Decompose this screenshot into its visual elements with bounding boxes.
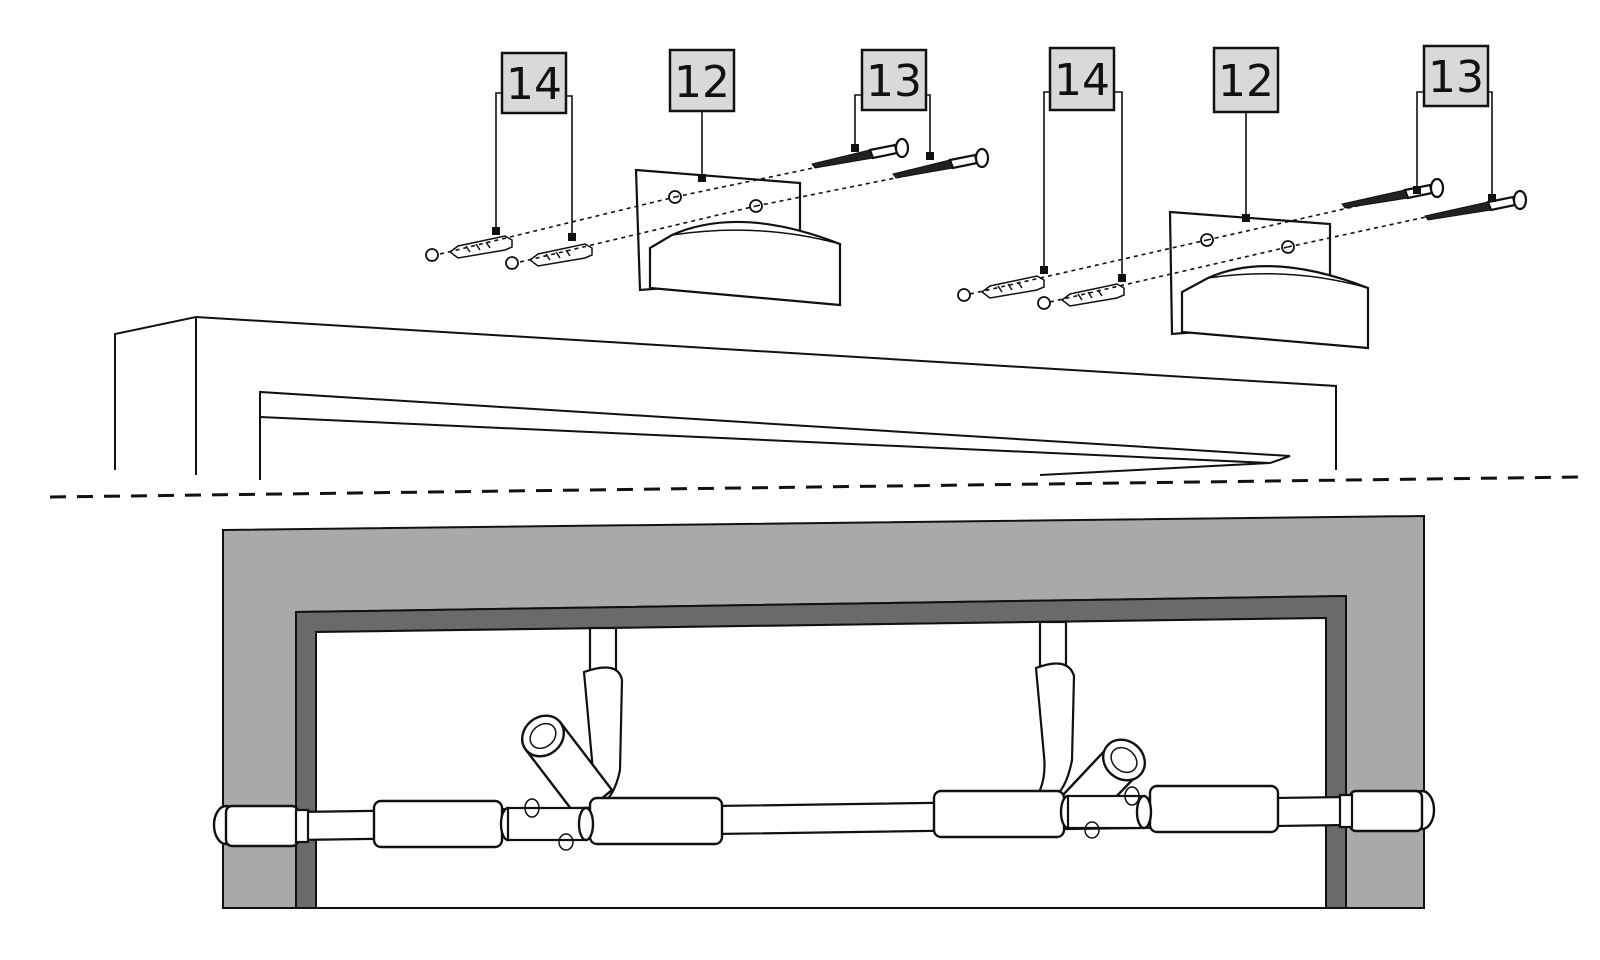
left-anchor-label: 14 — [500, 51, 568, 115]
right-screw-label: 13 — [1422, 44, 1490, 108]
left-bracket-assembly: 14 12 13 — [425, 48, 990, 307]
left-wall-anchor-bottom — [505, 243, 593, 270]
right-bracket-assembly: 14 12 13 — [957, 44, 1528, 350]
right-screw-bottom — [1424, 189, 1528, 221]
svg-text:13: 13 — [1428, 52, 1484, 103]
svg-text:14: 14 — [1054, 55, 1110, 106]
left-angled-handle — [520, 714, 614, 820]
svg-text:12: 12 — [674, 57, 730, 108]
right-anchor-label: 14 — [1048, 46, 1116, 112]
left-screw-label: 13 — [860, 48, 928, 112]
left-bracket-label: 12 — [668, 48, 736, 113]
left-outer-grip — [372, 799, 504, 849]
left-bracket — [634, 168, 842, 307]
right-wall-anchor-bottom — [1037, 283, 1125, 310]
right-center-grip — [932, 789, 1066, 839]
svg-text:13: 13 — [866, 56, 922, 107]
svg-text:14: 14 — [506, 59, 562, 110]
right-bracket-label: 12 — [1212, 46, 1280, 114]
right-wall-anchor-top — [957, 275, 1045, 302]
door-opening — [315, 616, 1327, 909]
right-end-cap — [1338, 789, 1436, 833]
section-divider — [49, 475, 1581, 499]
left-wall-anchor-top — [425, 235, 513, 262]
left-screw-bottom — [892, 147, 990, 179]
right-clamp — [1059, 786, 1153, 839]
left-screw-top — [811, 137, 910, 169]
right-screw-top — [1341, 177, 1445, 209]
right-bracket — [1168, 210, 1370, 350]
right-hook-arm — [1034, 620, 1076, 802]
left-end-cap — [212, 804, 310, 848]
left-center-grip — [588, 796, 724, 846]
pull-up-bar — [212, 620, 1436, 851]
svg-text:12: 12 — [1218, 56, 1274, 107]
door-frame-installed — [222, 514, 1425, 909]
door-frame-header — [114, 315, 1337, 480]
left-clamp — [499, 798, 595, 851]
right-outer-grip — [1148, 784, 1280, 834]
